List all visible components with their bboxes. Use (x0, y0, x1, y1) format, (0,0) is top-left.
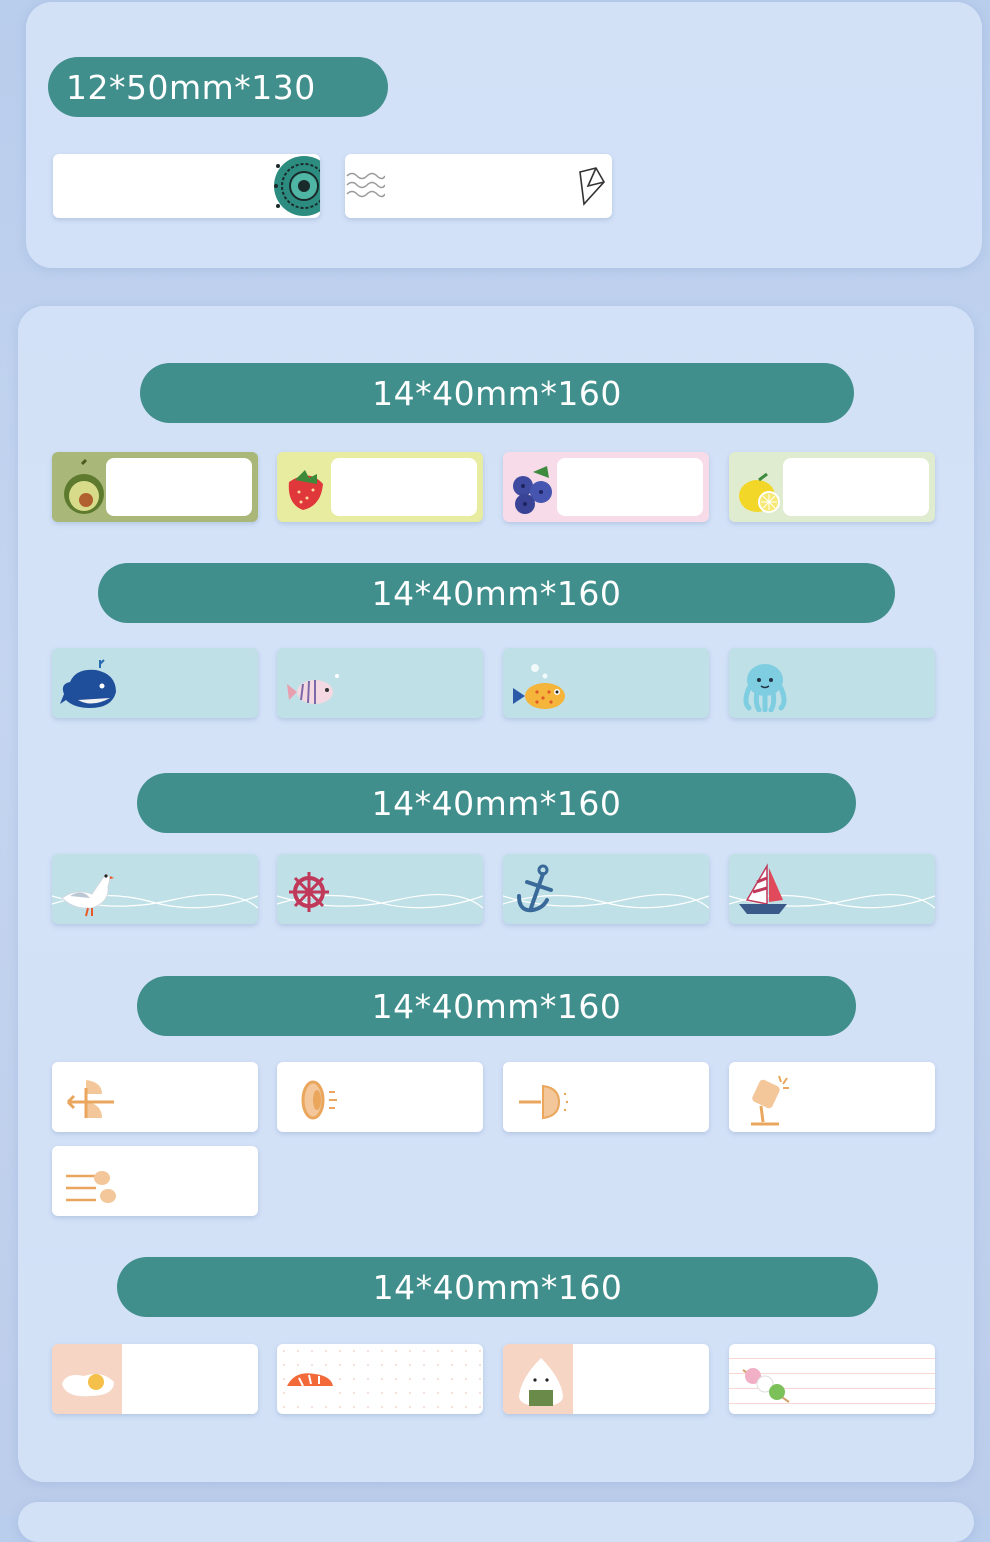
label-blank-area (557, 458, 703, 516)
size-title-pill: 14*40mm*160 (137, 976, 856, 1036)
lamp-2-label[interactable] (277, 1062, 483, 1132)
size-title: 14*40mm*160 (372, 373, 622, 413)
anchor-icon (517, 864, 553, 913)
desk-lamp-icon (751, 1075, 789, 1126)
label-blank-area (106, 458, 252, 516)
label-blank-area (331, 458, 477, 516)
anchor-label[interactable] (503, 854, 709, 924)
lamp-3-label[interactable] (503, 1062, 709, 1132)
diamond-label[interactable] (345, 154, 612, 218)
size-title-pill: 14*40mm*160 (137, 773, 856, 833)
section-panel-3 (18, 1502, 974, 1542)
size-title-pill: 14*40mm*160 (98, 563, 895, 623)
rice-ball-icon (519, 1358, 563, 1406)
sailboat-label[interactable] (729, 854, 935, 924)
lamp-1-label[interactable] (52, 1062, 258, 1132)
sailboat-icon (739, 863, 787, 914)
diamond-icon (579, 167, 605, 206)
size-title: 14*40mm*160 (371, 573, 622, 613)
ship-wheel-label[interactable] (277, 854, 483, 924)
puffer-fish-label[interactable] (503, 648, 709, 718)
lamp-5-label[interactable] (52, 1146, 258, 1216)
size-title: 12*50mm*130 (66, 67, 316, 107)
whale-label[interactable] (52, 648, 258, 718)
section-panel-1 (26, 2, 982, 268)
egg-label[interactable] (52, 1344, 258, 1414)
ship-wheel-icon (289, 872, 329, 912)
blueberry-label[interactable] (503, 452, 709, 522)
lamp-4-label[interactable] (729, 1062, 935, 1132)
ceiling-lamp-icon (301, 1080, 337, 1120)
avocado-icon (64, 458, 104, 514)
lemon-label[interactable] (729, 452, 935, 522)
octopus-label[interactable] (729, 648, 935, 718)
puffer-fish-icon (513, 664, 565, 709)
mandala-icon (274, 156, 320, 216)
dango-icon (742, 1368, 790, 1403)
strawberry-icon (288, 470, 323, 510)
rice-ball-label[interactable] (503, 1344, 709, 1414)
dango-label[interactable] (729, 1344, 935, 1414)
lemon-icon (739, 472, 780, 513)
size-title-pill: 14*40mm*160 (117, 1257, 878, 1317)
size-title-pill: 14*40mm*160 (140, 363, 854, 423)
whale-icon (60, 659, 116, 708)
seagull-icon (61, 873, 114, 917)
tropical-fish-label[interactable] (277, 648, 483, 718)
size-title: 14*40mm*160 (372, 1267, 623, 1307)
wall-lamp-icon (66, 1080, 114, 1118)
spot-lamp-icon (519, 1084, 569, 1120)
size-title: 14*40mm*160 (371, 783, 622, 823)
mandala-label[interactable] (53, 154, 320, 218)
strawberry-label[interactable] (277, 452, 483, 522)
tropical-fish-icon (287, 674, 339, 704)
size-title: 14*40mm*160 (371, 986, 622, 1026)
octopus-icon (743, 664, 787, 712)
seagull-label[interactable] (52, 854, 258, 924)
fried-egg-icon (62, 1374, 114, 1397)
wave-lines-icon (346, 172, 385, 198)
double-lamp-icon (66, 1171, 116, 1203)
sushi-icon (287, 1373, 335, 1400)
size-title-pill: 12*50mm*130 (48, 57, 388, 117)
sushi-label[interactable] (277, 1344, 483, 1414)
label-blank-area (783, 458, 929, 516)
blueberry-icon (513, 466, 552, 514)
avocado-label[interactable] (52, 452, 258, 522)
